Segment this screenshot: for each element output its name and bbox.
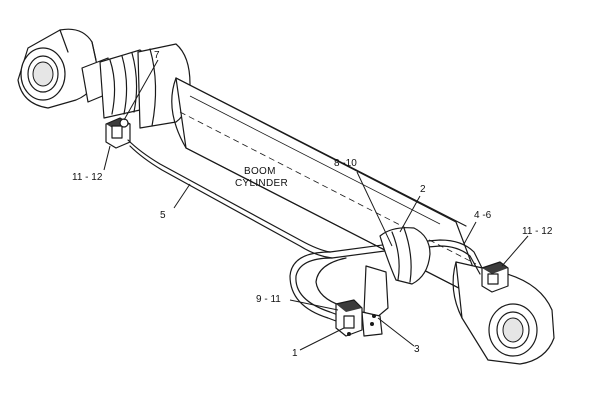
hydraulic-loop-tube: [289, 251, 347, 325]
callout-8-10: 8 -10: [334, 158, 357, 169]
callout-11-12-right: 11 - 12: [522, 226, 553, 237]
left-port-fitting: [105, 117, 131, 149]
cylinder-barrel: [171, 77, 487, 303]
callout-2: 2: [420, 184, 426, 195]
component-label-cylinder: CYLINDER: [235, 178, 288, 189]
cylinder-rod-gland: [81, 43, 191, 129]
clamp-band: [379, 227, 431, 285]
leader-lines: [103, 59, 529, 351]
callout-5: 5: [160, 210, 166, 221]
component-label-boom: BOOM: [244, 166, 276, 177]
callout-9-11: 9 - 11: [256, 294, 281, 305]
rod-end-eye: [17, 28, 99, 109]
callout-11-12-left: 11 - 12: [72, 172, 103, 183]
mounting-bracket: [361, 265, 389, 337]
head-end-eye: [452, 261, 555, 365]
hydraulic-line-4-6: [329, 239, 485, 275]
hydraulic-line-5: [127, 139, 333, 259]
callout-4-6: 4 -6: [474, 210, 492, 221]
right-port-fitting: [481, 261, 509, 293]
callout-7: 7: [154, 50, 160, 61]
callout-3: 3: [414, 344, 420, 355]
callout-1: 1: [292, 348, 298, 359]
lower-fitting-block: [335, 299, 363, 337]
